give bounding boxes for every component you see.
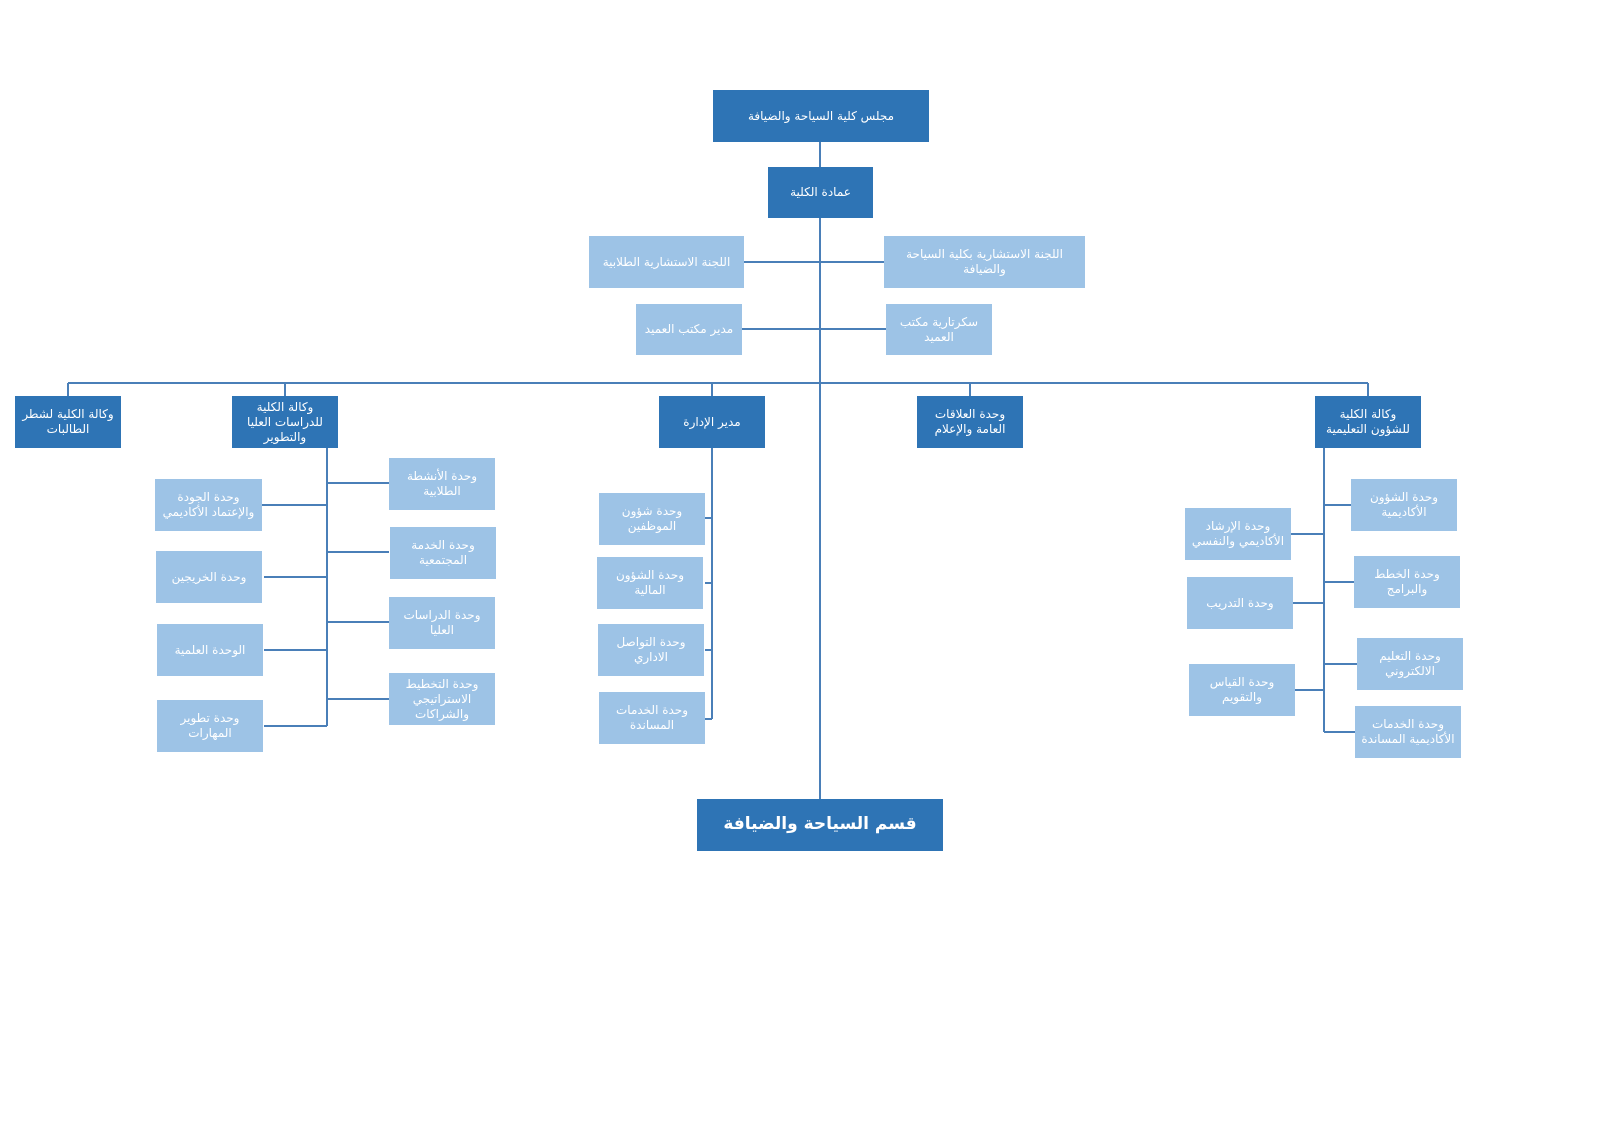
unit-admin-communication-node: وحدة التواصل الاداري (598, 624, 704, 676)
vice-academic-node: وكالة الكلية للشؤون التعليمية (1315, 396, 1421, 448)
unit-training-node: وحدة التدريب (1187, 577, 1293, 629)
unit-staff-node: وحدة شؤون الموظفين (599, 493, 705, 545)
unit-elearning-node: وحدة التعليم الالكتروني (1357, 638, 1463, 690)
deanship-node: عمادة الكلية (768, 167, 873, 218)
unit-academic-affairs-node: وحدة الشؤون الأكاديمية (1351, 479, 1457, 531)
unit-strategic-node: وحدة التخطيط الاستراتيجي والشراكات (389, 673, 495, 725)
vice-female-node: وكالة الكلية لشطر الطالبات (15, 396, 121, 448)
unit-plans-programs-node: وحدة الخطط والبرامج (1354, 556, 1460, 608)
department-node: قسم السياحة والضيافة (697, 799, 943, 851)
unit-community-node: وحدة الخدمة المجتمعية (390, 527, 496, 579)
unit-academic-support-node: وحدة الخدمات الأكاديمية المساندة (1355, 706, 1461, 758)
public-relations-node: وحدة العلاقات العامة والإعلام (917, 396, 1023, 448)
council-node: مجلس كلية السياحة والضيافة (713, 90, 929, 142)
unit-graduate-studies-node: وحدة الدراسات العليا (389, 597, 495, 649)
unit-activities-node: وحدة الأنشطة الطلابية (389, 458, 495, 510)
unit-guidance-node: وحدة الإرشاد الأكاديمي والنفسي (1185, 508, 1291, 560)
unit-skills-node: وحدة تطوير المهارات (157, 700, 263, 752)
unit-assessment-node: وحدة القياس والتقويم (1189, 664, 1295, 716)
office-manager-node: مدير مكتب العميد (636, 304, 742, 355)
unit-finance-node: وحدة الشؤون المالية (597, 557, 703, 609)
unit-scientific-node: الوحدة العلمية (157, 624, 263, 676)
unit-quality-node: وحدة الجودة والإعتماد الأكاديمي (155, 479, 262, 531)
college-advisory-node: اللجنة الاستشارية بكلية السياحة والضيافة (884, 236, 1085, 288)
admin-director-node: مدير الإدارة (659, 396, 765, 448)
student-advisory-node: اللجنة الاستشارية الطلابية (589, 236, 744, 288)
unit-support-services-node: وحدة الخدمات المساندة (599, 692, 705, 744)
unit-alumni-node: وحدة الخريجين (156, 551, 262, 603)
office-secretary-node: سكرتارية مكتب العميد (886, 304, 992, 355)
vice-graduate-node: وكالة الكلية للدراسات العليا والتطوير (232, 396, 338, 448)
